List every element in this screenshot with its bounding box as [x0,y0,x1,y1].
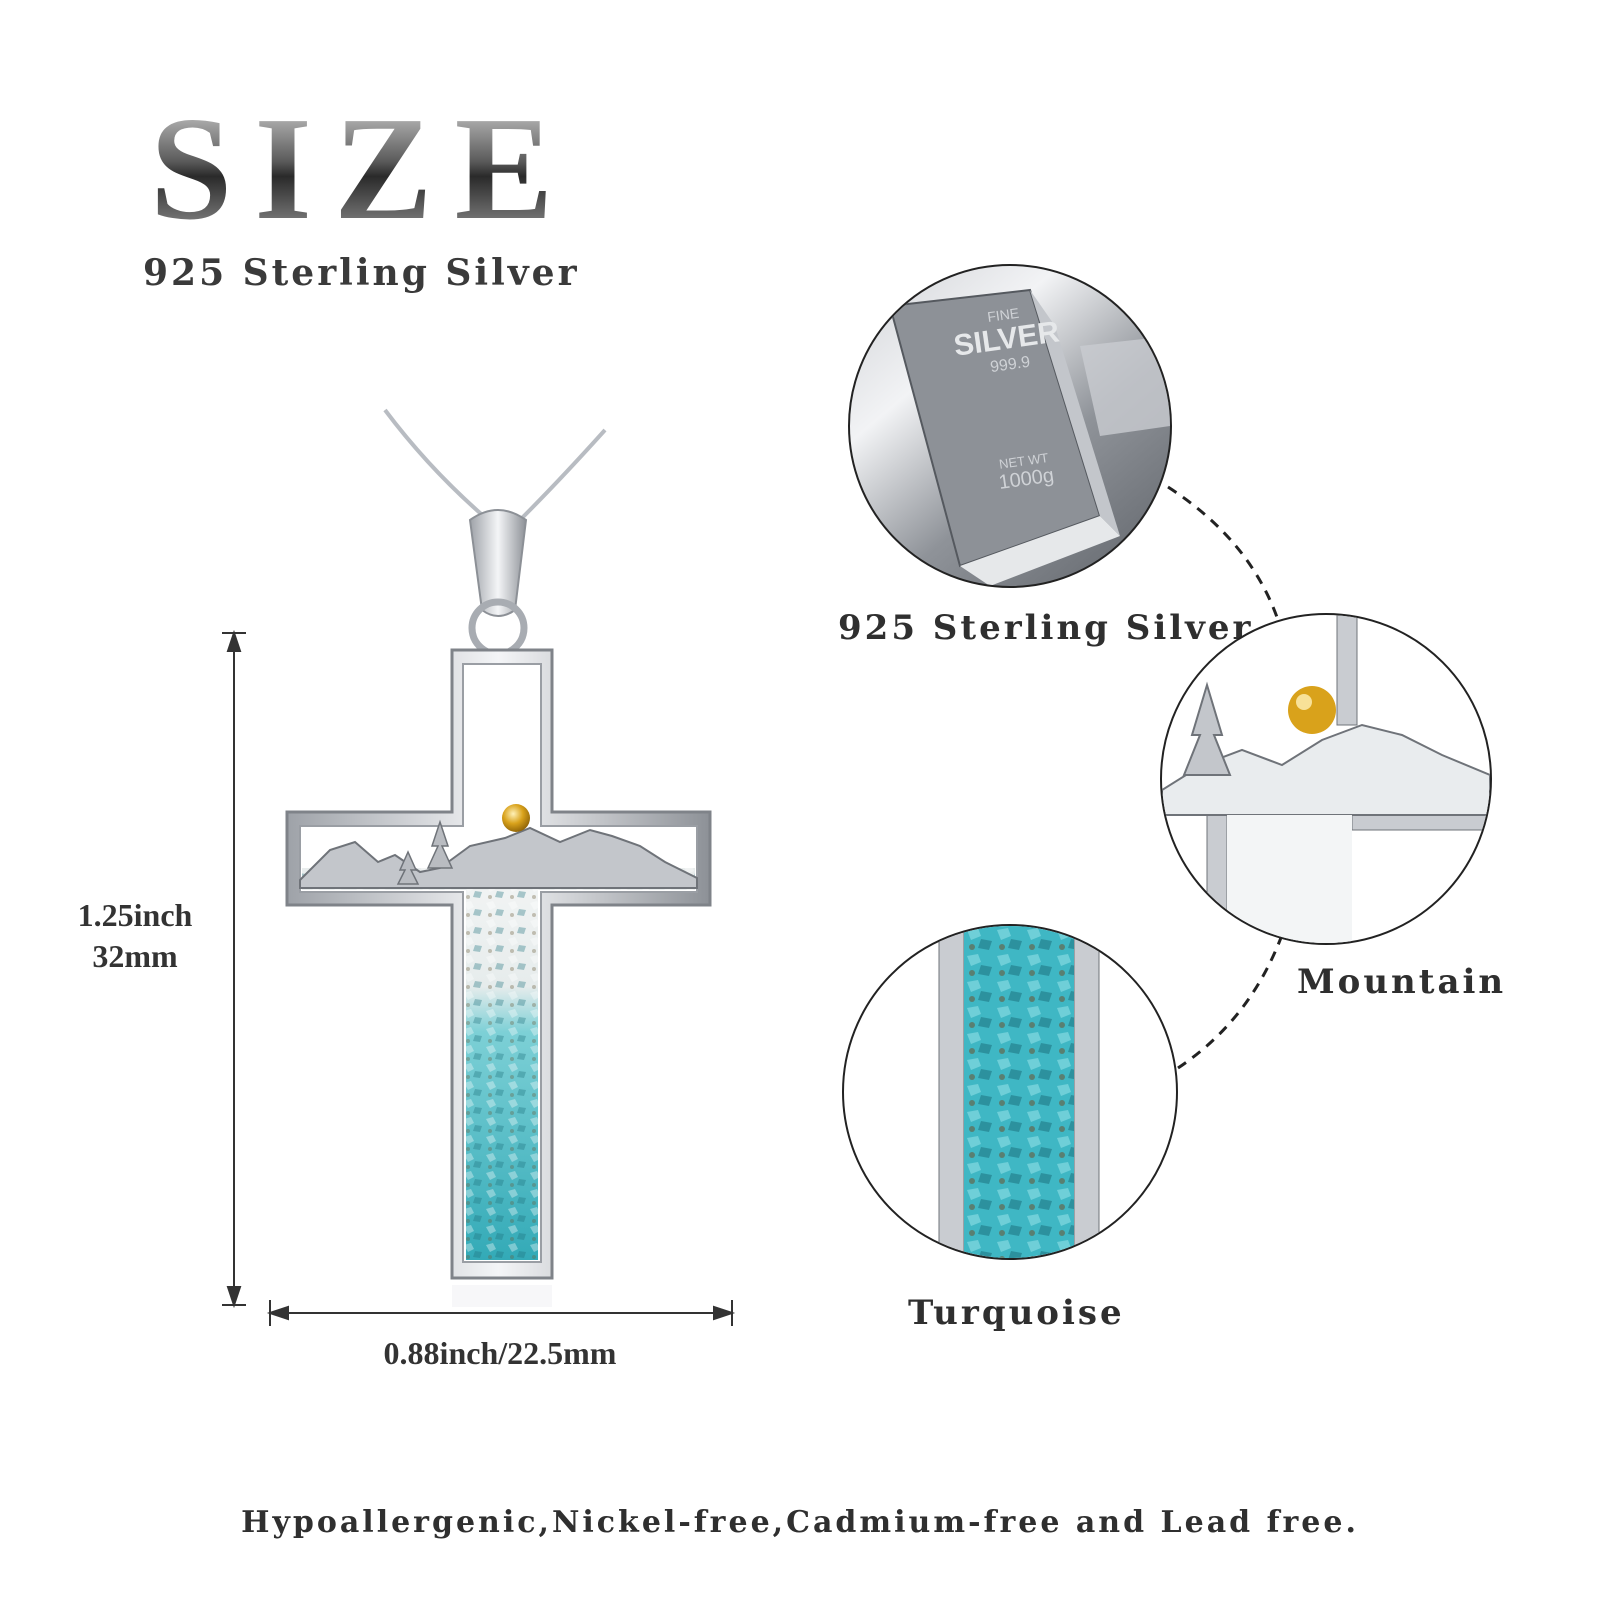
detail-circle-turquoise [842,924,1178,1260]
mountain-closeup-icon [1162,615,1490,943]
height-inch-label: 1.25inch [77,897,193,933]
pendant-bail [468,509,528,658]
detail-circle-silver: FINE SILVER 999.9 NET WT 1000g [848,264,1172,588]
page-title: SIZE [150,87,576,251]
chain [383,408,607,522]
width-label: 0.88inch/22.5mm [383,1335,617,1371]
detail-circle-mountain [1160,613,1492,945]
detail-label-turquoise: Turquoise [908,1293,1125,1333]
footer-text: Hypoallergenic,Nickel-free,Cadmium-free … [241,1505,1359,1540]
page-subtitle: 925 Sterling Silver [143,252,580,294]
cross-frame [285,648,712,1280]
dashed-connectors [1167,485,1284,1070]
detail-label-silver: 925 Sterling Silver [838,608,1254,648]
detail-label-mountain: Mountain [1297,962,1507,1002]
height-mm-label: 32mm [92,938,178,974]
turquoise-closeup-icon [938,926,1100,1258]
width-dimension-arrow [266,1300,736,1326]
gold-sun-bead [502,804,530,832]
silver-bar-icon [888,288,1170,586]
height-label: 1.25inch 32mm [60,897,210,975]
mountain-silhouette [299,819,698,889]
height-dimension-arrow [222,629,246,1309]
pendant-reflection [452,1285,552,1307]
